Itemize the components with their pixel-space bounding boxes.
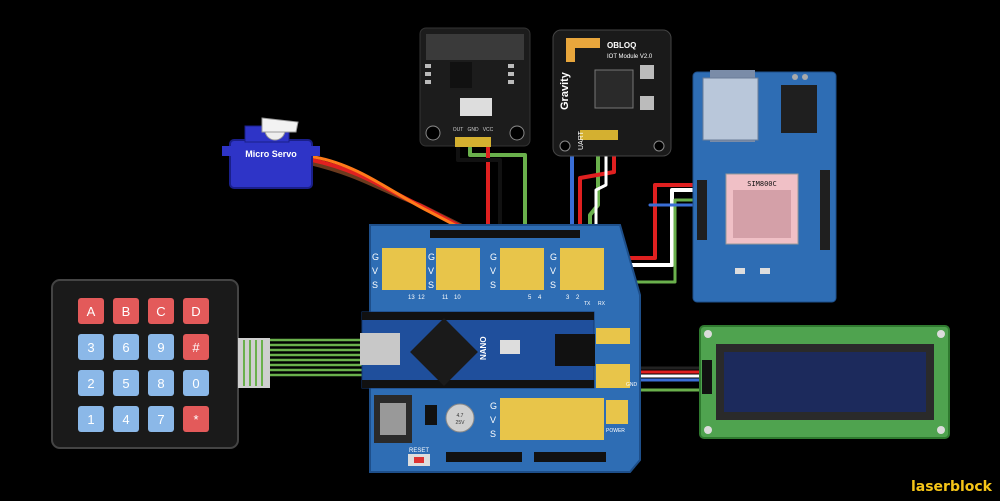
gvs-g-1: G: [372, 252, 379, 262]
gvs-s-1: S: [372, 280, 378, 290]
pin-3: 3: [566, 295, 570, 301]
keypad-key-10: [148, 370, 174, 396]
pin-11: 11: [442, 295, 449, 301]
lcd-header-gnd: GND: [626, 382, 638, 388]
gvs-g-2: G: [428, 252, 435, 262]
keypad-key-0: [78, 298, 104, 324]
keypad-key-label-3: D: [191, 304, 200, 319]
pin-tx: TX: [584, 301, 591, 307]
pin-4: 4: [538, 295, 542, 301]
power-label: POWER: [606, 428, 625, 434]
keypad-key-label-15: *: [193, 412, 198, 427]
iot-subtitle: IOT Module V2.0: [607, 54, 653, 60]
keypad-key-label-13: 4: [122, 412, 129, 427]
capacitor-value: 4.7: [457, 413, 464, 419]
keypad-key-13: [113, 406, 139, 432]
gvs-s-4: S: [550, 280, 556, 290]
lcd-1602-display: [699, 325, 950, 439]
keypad-key-label-7: #: [192, 340, 200, 355]
iot-brand: Gravity: [559, 71, 571, 110]
keypad-key-3: [183, 298, 209, 324]
keypad-key-8: [78, 370, 104, 396]
shield-header-13-12: [382, 248, 426, 290]
pin-rx: RX: [598, 301, 606, 307]
keypad-key-label-4: 3: [87, 340, 94, 355]
keypad-key-12: [78, 406, 104, 432]
pin-5: 5: [528, 295, 532, 301]
keypad-key-2: [148, 298, 174, 324]
keypad-key-label-2: C: [156, 304, 165, 319]
gsm-chip-label: SIM800C: [747, 180, 777, 188]
servo-wire-orange: [312, 155, 538, 270]
keypad-key-label-11: 0: [192, 376, 199, 391]
keypad-key-7: [183, 334, 209, 360]
keypad-key-6: [148, 334, 174, 360]
keypad-key-label-6: 9: [157, 340, 164, 355]
relay-pin-vcc: VCC: [483, 127, 494, 133]
relay-module: OUT GND VCC: [419, 27, 531, 147]
iot-uart: UART: [578, 130, 585, 150]
relay-wire-black: [456, 146, 502, 262]
pin-13: 13: [408, 295, 415, 301]
keypad-key-15: [183, 406, 209, 432]
watermark: laserblock: [910, 479, 992, 495]
keypad-key-4: [78, 334, 104, 360]
gvs-s-2: S: [428, 280, 434, 290]
keypad-key-label-8: 2: [87, 376, 94, 391]
keypad-key-14: [148, 406, 174, 432]
pin-2: 2: [576, 295, 580, 301]
keypad-key-label-12: 1: [87, 412, 94, 427]
nano-label: NANO: [479, 336, 488, 360]
arduino-shield: G V S G V S G V S G V S 13 12 11 10 5 4 …: [360, 224, 641, 473]
pin-10: 10: [454, 295, 461, 301]
keypad-key-1: [113, 298, 139, 324]
capacitor-voltage: 25V: [456, 420, 466, 426]
gvs-g-3: G: [490, 252, 497, 262]
gvs-g-5: G: [490, 401, 497, 411]
keypad-key-9: [113, 370, 139, 396]
keypad-key-label-1: B: [122, 304, 131, 319]
gvs-v-2: V: [428, 266, 434, 276]
pin-12: 12: [418, 295, 425, 301]
servo-label: Micro Servo: [245, 149, 297, 159]
keypad-key-label-10: 8: [157, 376, 164, 391]
gvs-v-5: V: [490, 415, 496, 425]
relay-pin-gnd: GND: [467, 127, 479, 133]
micro-servo: Micro Servo: [222, 117, 320, 189]
keypad-key-label-9: 5: [122, 376, 129, 391]
relay-pin-out: OUT: [453, 127, 464, 133]
gvs-s-3: S: [490, 280, 496, 290]
gvs-s-5: S: [490, 429, 496, 439]
gsm-wire-red: [604, 183, 697, 260]
reset-label: RESET: [409, 448, 429, 454]
shield-header-11-10: [436, 248, 480, 290]
gvs-v-4: V: [550, 266, 556, 276]
keypad-key-label-14: 7: [157, 412, 164, 427]
gvs-g-4: G: [550, 252, 557, 262]
keypad-key-label-0: A: [87, 304, 96, 319]
keypad-key-5: [113, 334, 139, 360]
gsm-wire-white: [598, 188, 697, 267]
keypad-key-11: [183, 370, 209, 396]
sim800c-module: SIM800C: [692, 70, 837, 303]
arduino-nano: NANO: [360, 311, 595, 389]
shield-header-3-2: [560, 248, 604, 290]
obloq-iot-module: OBLOQ IOT Module V2.0 Gravity UART: [552, 29, 672, 157]
keypad-key-label-5: 6: [122, 340, 129, 355]
gvs-v-3: V: [490, 266, 496, 276]
membrane-keypad: A B C D 3 6 9 #2 5 8 0 1 4 7 *: [51, 279, 270, 449]
iot-name: OBLOQ: [607, 41, 636, 50]
relay-wire-green: [468, 146, 527, 272]
gvs-v-1: V: [372, 266, 378, 276]
shield-header-5-4: [500, 248, 544, 290]
